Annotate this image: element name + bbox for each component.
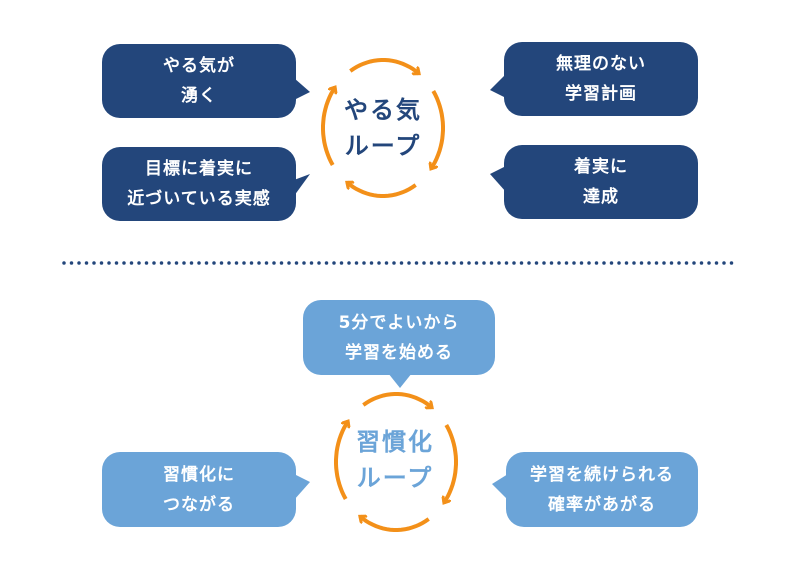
bubble-tail (490, 166, 506, 192)
bubble-text: やる気が (163, 56, 235, 76)
bubble-reasonable-plan: 無理のない 学習計画 (504, 42, 698, 116)
habit-loop-arrows (334, 392, 458, 532)
motivation-loop-title: やる気 ループ (323, 92, 443, 164)
bubble-text: 学習を続けられる (530, 464, 674, 485)
bubble-text: 学習を始める (345, 342, 453, 363)
habit-loop-title: 習慣化 ループ (335, 424, 455, 496)
motivation-loop-arrows (321, 58, 445, 198)
bubble-text: 確率があがる (548, 494, 656, 515)
loop-arrow-3 (334, 421, 348, 500)
bubble-text: つながる (163, 494, 235, 515)
bubble-continue-probability: 学習を続けられる 確率があがる (506, 452, 698, 527)
bubble-tail (294, 174, 310, 196)
bubble-text: 無理のない (556, 54, 646, 74)
title-line: ループ (356, 464, 434, 492)
loop-arrow-1 (431, 90, 445, 169)
bubble-progress-feeling: 目標に着実に 近づいている実感 (102, 147, 296, 221)
bubble-tail (490, 74, 506, 98)
bubble-text: 着実に (574, 157, 628, 177)
loop-arrow-2 (360, 516, 430, 532)
loop-arrow-3 (321, 87, 335, 166)
bubble-steady-achievement: 着実に 達成 (504, 145, 698, 219)
bubble-text: 習慣化に (163, 464, 235, 485)
bubble-tail (388, 373, 412, 388)
bubble-tail (294, 78, 310, 100)
title-line: ループ (344, 132, 422, 160)
bubble-text: 5分でよいから (338, 312, 460, 333)
title-line: 習慣化 (356, 428, 434, 456)
bubble-tail (294, 474, 310, 500)
bubble-motivation-rises: やる気が 湧く (102, 44, 296, 118)
loop-arrow-2 (347, 182, 417, 198)
loop-arrow-1 (444, 424, 458, 503)
bubble-text: 湧く (181, 86, 217, 106)
title-line: やる気 (344, 96, 422, 124)
loop-arrow-0 (349, 58, 419, 74)
bubble-leads-to-habit: 習慣化に つながる (102, 452, 296, 527)
bubble-text: 達成 (583, 187, 619, 207)
loop-arrow-0 (362, 392, 432, 408)
bubble-start-5-minutes: 5分でよいから 学習を始める (303, 300, 495, 375)
bubble-text: 学習計画 (565, 84, 637, 104)
bubble-text: 近づいている実感 (127, 189, 271, 209)
bubble-tail (492, 474, 508, 500)
bubble-text: 目標に着実に (145, 159, 253, 179)
